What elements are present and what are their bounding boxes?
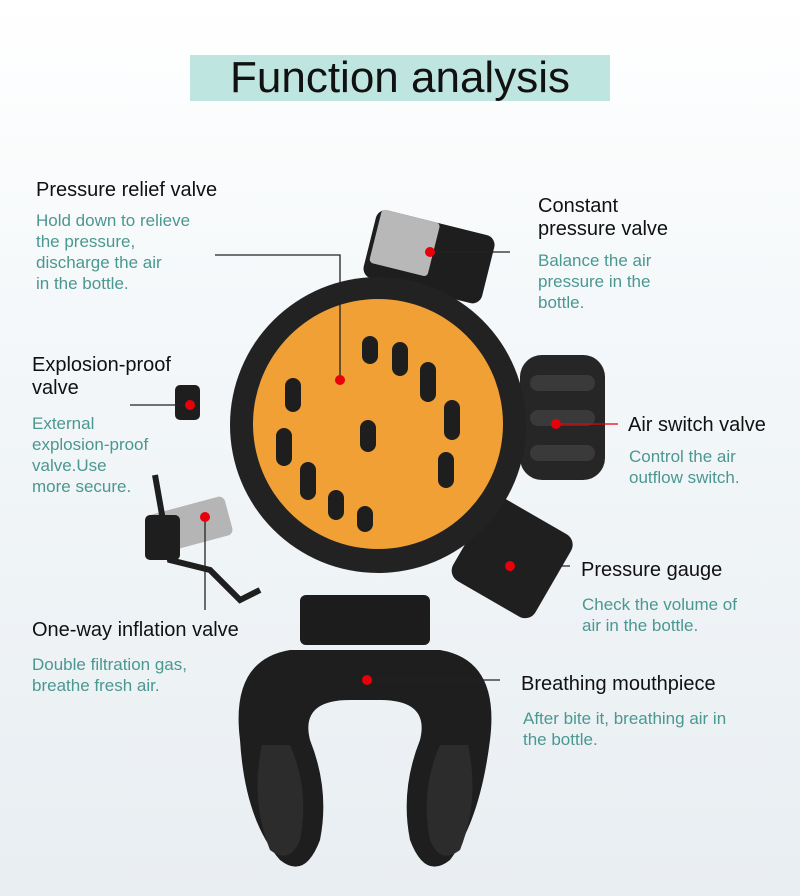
title-line: valve	[32, 377, 79, 399]
mouthpiece-title: Breathing mouthpiece	[521, 673, 716, 695]
desc-line: more secure.	[32, 477, 132, 496]
desc-line: After bite it, breathing air in	[523, 709, 727, 728]
desc-line: pressure in the	[538, 272, 651, 291]
relief-valve-title: Pressure relief valve	[36, 179, 218, 201]
inflation-valve-desc: Double filtration gas, breathe fresh air.	[32, 654, 187, 696]
desc-line: breathe fresh air.	[32, 676, 160, 695]
constant-valve-desc: Balance the air pressure in the bottle.	[538, 250, 651, 313]
desc-line: in the bottle.	[36, 274, 129, 293]
page-title: Function analysis	[190, 55, 610, 101]
callout-dots	[185, 247, 561, 685]
desc-line: Check the volume of	[582, 595, 737, 614]
relief-valve-desc: Hold down to relieve the pressure, dischar…	[36, 210, 190, 294]
orange-plate	[253, 299, 503, 549]
mouthpiece	[238, 595, 492, 867]
desc-line: External	[32, 414, 95, 433]
title-line: pressure valve	[538, 218, 669, 240]
desc-line: Control the air	[629, 447, 736, 466]
air-switch-title: Air switch valve	[628, 414, 766, 436]
inflation-valve-body	[145, 474, 262, 604]
desc-line: the pressure,	[36, 232, 136, 251]
desc-line: discharge the air	[36, 253, 162, 272]
callout-lines	[130, 251, 618, 681]
desc-line: Double filtration gas,	[32, 655, 187, 674]
desc-line: outflow switch.	[629, 468, 740, 487]
desc-line: bottle.	[538, 293, 585, 312]
air-switch-desc: Control the air outflow switch.	[629, 446, 740, 488]
plate-slots	[276, 336, 460, 532]
desc-line: Balance the air	[538, 251, 652, 270]
explosion-valve-desc: External explosion-proof valve.Use more sec…	[32, 413, 148, 497]
desc-line: valve.Use	[32, 456, 107, 475]
desc-line: explosion-proof	[32, 435, 149, 454]
mouthpiece-desc: After bite it, breathing air in the bottl…	[523, 708, 726, 750]
air-switch-knob	[520, 355, 605, 480]
desc-line: Hold down to relieve	[36, 211, 191, 230]
pressure-gauge-desc: Check the volume of air in the bottle.	[582, 594, 737, 636]
title-line: Explosion-proof	[32, 354, 171, 376]
inflation-valve-title: One-way inflation valve	[32, 619, 239, 641]
desc-line: the bottle.	[523, 730, 598, 749]
pressure-gauge-title: Pressure gauge	[581, 559, 723, 581]
title-line: Constant	[538, 195, 619, 217]
desc-line: air in the bottle.	[582, 616, 699, 635]
